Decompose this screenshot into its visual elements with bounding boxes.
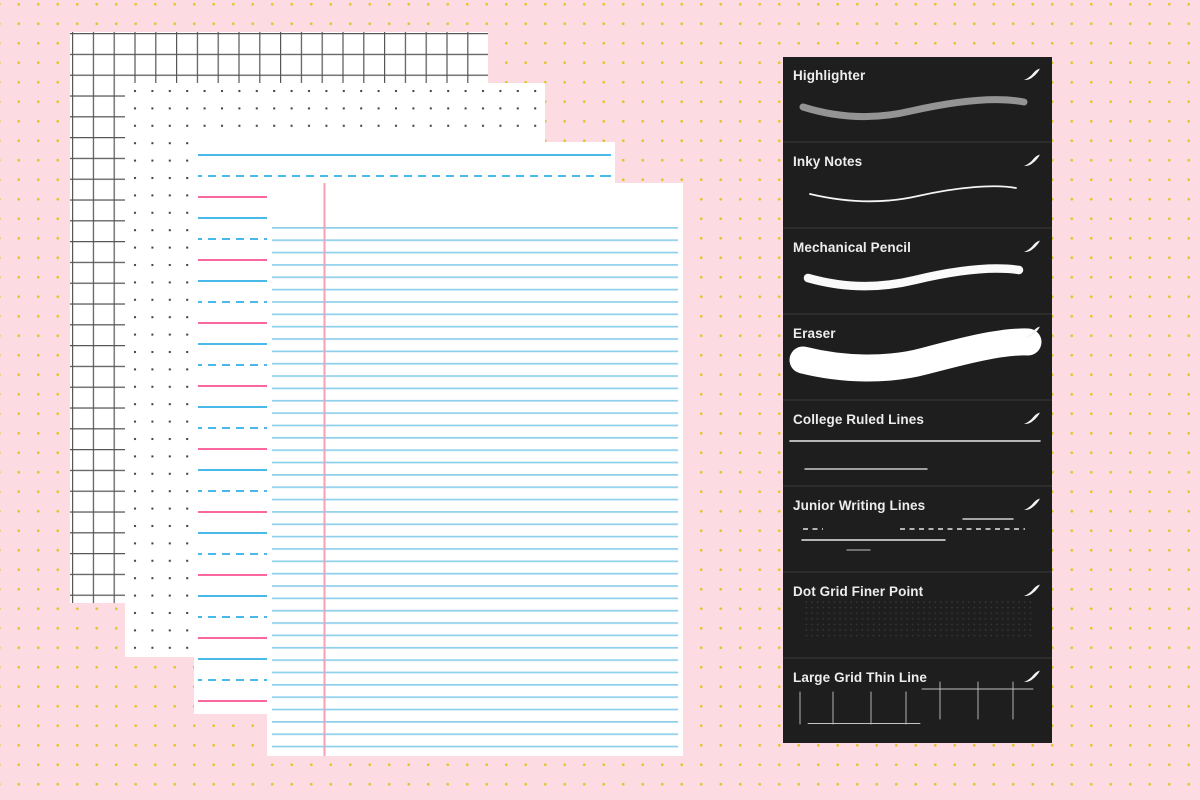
brush-name: Dot Grid Finer Point <box>793 584 924 599</box>
brush-name: Junior Writing Lines <box>793 498 926 513</box>
brush-item-junior-writing-lines[interactable]: Junior Writing Lines <box>783 487 1052 571</box>
brush-stroke-preview <box>809 185 1017 203</box>
brush-flick-icon <box>1022 497 1042 512</box>
brush-name: Mechanical Pencil <box>793 240 911 255</box>
brush-name: Inky Notes <box>793 154 863 169</box>
brush-flick-icon <box>1022 325 1042 340</box>
ruled-lines-pattern <box>272 183 678 756</box>
brush-stroke-preview <box>803 264 1024 291</box>
brush-stroke-preview <box>799 96 1028 121</box>
brush-item-mechanical-pencil[interactable]: Mechanical Pencil <box>783 229 1052 313</box>
brush-name: Highlighter <box>793 68 866 83</box>
brush-stroke-preview <box>799 681 1034 725</box>
brush-stroke-preview <box>789 440 1041 470</box>
brush-library-panel: Highlighter Inky Notes Mechanical Pencil… <box>783 57 1052 743</box>
brush-item-eraser[interactable]: Eraser <box>783 315 1052 399</box>
brush-name: Eraser <box>793 326 836 341</box>
brush-item-college-ruled-lines[interactable]: College Ruled Lines <box>783 401 1052 485</box>
brush-item-dot-grid-finer-point[interactable]: Dot Grid Finer Point <box>783 573 1052 657</box>
brush-flick-icon <box>1022 669 1042 684</box>
brush-name: Large Grid Thin Line <box>793 670 928 685</box>
brush-item-inky-notes[interactable]: Inky Notes <box>783 143 1052 227</box>
brush-flick-icon <box>1022 239 1042 254</box>
brush-flick-icon <box>1022 67 1042 82</box>
brush-stroke-preview <box>803 597 1033 639</box>
ruled-notebook-paper <box>267 183 683 756</box>
brush-stroke-preview <box>801 518 1025 551</box>
brush-item-large-grid-thin-line[interactable]: Large Grid Thin Line <box>783 659 1052 743</box>
brush-flick-icon <box>1022 411 1042 426</box>
brush-flick-icon <box>1022 583 1042 598</box>
brush-item-highlighter[interactable]: Highlighter <box>783 57 1052 141</box>
brush-stroke-preview <box>789 328 1042 382</box>
brush-name: College Ruled Lines <box>793 412 924 427</box>
brush-flick-icon <box>1022 153 1042 168</box>
